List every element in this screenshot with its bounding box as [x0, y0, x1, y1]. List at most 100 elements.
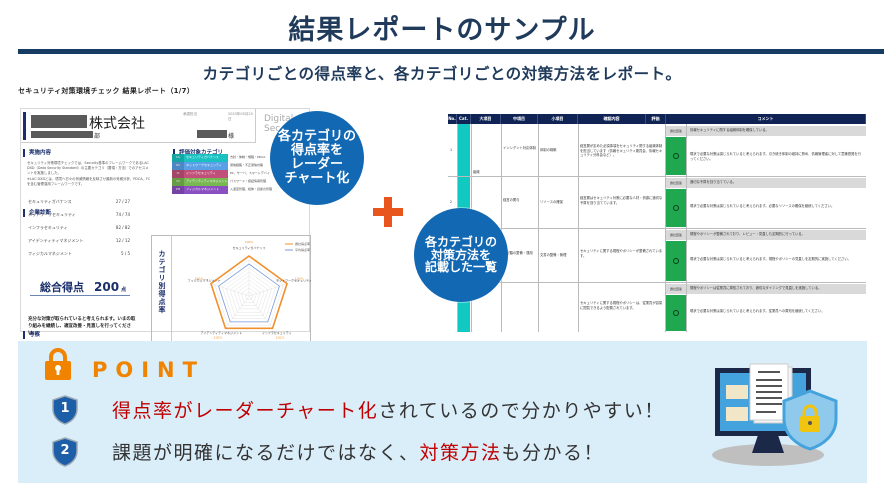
- report-sample-left: セキュリティ対策環境チェック 結果レポート（1/7） 株式会社 部 様 承認担当…: [0, 82, 312, 355]
- list-callout-bubble: 各カテゴリの 対策方法を 記載した一覧: [414, 208, 508, 302]
- category-desc: パスワード・認証情報管理: [228, 178, 272, 186]
- section-diagnosis: 企業診断: [23, 209, 51, 217]
- page-title: 結果レポートのサンプル: [288, 15, 596, 46]
- comment-text: 現状で必要な対策は講じられていると考えられます。引き続き体制の維持に努め、情報管…: [690, 152, 861, 161]
- bubble-line: レーダー: [290, 157, 343, 172]
- column-header: コメント: [666, 114, 866, 124]
- radar-gridline: [244, 291, 254, 300]
- remarks-text: 充分な対策が取られていると考えられます。いまの取り組みを継続し、適宜改善・見直し…: [28, 317, 136, 336]
- comment-text: 現状で必要な対策は講じられていると考えられます。従業員への周知を継続してください…: [690, 309, 825, 313]
- point-item-2: 課題が明確になるだけではなく、対策方法も分かる！: [112, 438, 604, 465]
- evaluation-mark: [666, 189, 686, 227]
- score-row: セキュリティガバナンス 27 / 27: [28, 195, 130, 208]
- row-mid-item: 規程類の整備・運用: [503, 251, 533, 255]
- row-large-item: 組織: [473, 170, 480, 174]
- company-suffix: 株式会社: [89, 116, 145, 132]
- shield-number-2: 2: [52, 437, 78, 467]
- bubble-line: 各カテゴリの: [277, 128, 356, 144]
- radar-category-label: インフラセキュリティ: [262, 330, 292, 335]
- bubble-line: 対策方法を: [430, 247, 491, 262]
- radar-category-label: アイデンティティマネジメント: [201, 330, 243, 335]
- report-caption: セキュリティ対策環境チェック 結果レポート（1/7）: [18, 87, 195, 95]
- column-header: 小項目: [538, 114, 578, 124]
- total-value: 200: [94, 280, 120, 294]
- category-code: IS: [172, 170, 184, 178]
- score-category: インフラセキュリティ: [28, 225, 68, 230]
- logo-text: Digital Sec: [264, 114, 294, 134]
- score-value: 82 / 82: [115, 225, 130, 230]
- radar-gridline: [237, 283, 261, 306]
- document-lines: [756, 371, 782, 413]
- section-remarks: 考察: [23, 331, 40, 339]
- category-name: セキュリティガバナンス: [184, 154, 228, 162]
- column-header: Cat.: [457, 114, 471, 124]
- point-2-highlight: 対策方法: [419, 442, 502, 464]
- row-number: 2: [450, 200, 453, 204]
- row-small-item: リソースの確保: [540, 200, 563, 204]
- total-label: 総合得点: [40, 281, 84, 294]
- radar-value-label: 100%: [214, 336, 223, 340]
- row-divider: [448, 228, 866, 229]
- title-divider: [18, 49, 884, 54]
- evaluation-mark: [666, 241, 686, 281]
- score-value: 5 / 5: [121, 251, 130, 256]
- row-divider: [448, 176, 866, 177]
- security-monitor-illustration: [712, 363, 838, 466]
- redacted-name: [197, 130, 227, 138]
- shield-icon: [52, 395, 78, 425]
- report-card: 株式会社 部 様 承認担当 2023年05月25日 Digital Sec 実施…: [20, 108, 311, 355]
- score-category: セキュリティガバナンス: [28, 199, 72, 204]
- overview-text-2: ※LAC DXDとは、環境へ日々の脅威情報を反映させ最新の脅威分析、PDCA、F…: [27, 177, 151, 186]
- category-code: SG: [172, 154, 184, 162]
- category-code: NS: [172, 162, 184, 170]
- category-name: ネットワークセキュリティ: [184, 162, 228, 170]
- point-2-text: も分かる！: [501, 442, 605, 464]
- radar-gridline: [241, 287, 257, 303]
- row-small-item: 体制の構築: [540, 148, 557, 152]
- evaluation-mark: [666, 137, 686, 175]
- monitor-stand: [752, 435, 784, 453]
- radar-axis: [225, 295, 250, 329]
- score-value: 74 / 74: [115, 212, 130, 217]
- row-check-content: セキュリティに関する規程やポリシーは、従業員が容易に閲覧できるよう配置されていま…: [580, 301, 663, 310]
- row-check-content: 経営層が定めた必須事項をセキュリティ関する組織体制を担当しています（情報セキュリ…: [580, 144, 663, 157]
- plus-icon: [373, 197, 403, 227]
- bubble-line: 記載した一覧: [424, 260, 497, 275]
- category-name: アイデンティティマネジメント: [184, 178, 228, 186]
- score-value: 27 / 27: [115, 199, 130, 204]
- bubble-line: 各カテゴリの: [424, 234, 497, 249]
- point-item-1: 得点率がレーダーチャート化されているので分かりやすい！: [112, 396, 665, 423]
- point-1-highlight: 得点率がレーダーチャート化: [112, 400, 379, 422]
- comment-text: 現状で必要な対策は講じられていると考えられます。必要なリソースの確保を継続してく…: [690, 204, 835, 208]
- evaluation-label: 貴社回答: [666, 230, 686, 240]
- column-header: No.: [448, 114, 457, 124]
- comment-summary: 情報セキュリティに関する組織体制を確保している。: [690, 128, 769, 132]
- padlock-shackle: [802, 404, 818, 417]
- column-header: 確認内容: [578, 114, 646, 124]
- row-divider: [448, 282, 866, 283]
- comment-summary-cell: [687, 284, 866, 294]
- radar-value-label: 100%: [276, 336, 285, 340]
- bubble-line: チャート化: [284, 171, 350, 187]
- meta-date: 2023年05月25日: [228, 112, 253, 121]
- category-name: フィジカルマネジメント: [184, 186, 228, 194]
- radar-category-label: フィジカルマネジメント: [188, 277, 221, 282]
- row-mid-item: インシデント対応体制: [503, 146, 536, 150]
- honorific: 様: [228, 133, 235, 140]
- comment-text: 現状で必要な対策は講じられていると考えられます。規程やポリシーの見直しを定期的に…: [690, 257, 851, 261]
- radar-side-label: カテゴリ別得点率: [152, 236, 172, 355]
- folder-icon: [726, 385, 748, 399]
- radar-value-label: 100%: [295, 277, 304, 281]
- legend-label: 貴社得点率: [295, 241, 310, 246]
- radar-chart: セキュリティガバナンス100%ネットワークセキュリティ100%インフラセキュリテ…: [188, 240, 311, 340]
- radar-value-label: 100%: [194, 277, 203, 281]
- comment-summary: 規程やポリシーは従業員に周知されており、適切なタイミングで見直しを実施している。: [690, 286, 822, 290]
- comment-summary-cell: [687, 230, 866, 240]
- row-small-item: 文書の整備・管理: [540, 253, 567, 257]
